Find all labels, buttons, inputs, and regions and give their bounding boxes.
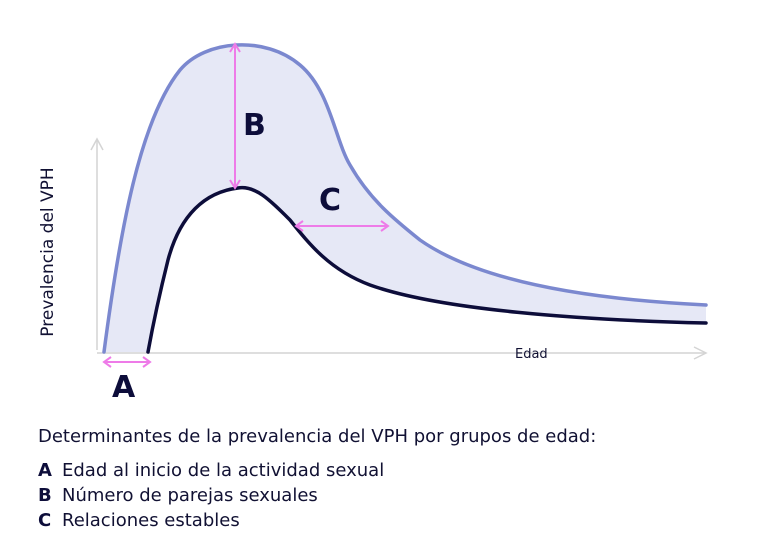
lower-curve (146, 185, 708, 354)
legend-item-b: B Número de parejas sexuales (38, 483, 758, 508)
y-axis-arrowhead (90, 137, 104, 151)
legend-text-b: Número de parejas sexuales (62, 485, 318, 506)
legend-item-c: C Relaciones estables (38, 508, 758, 533)
arrow-a (102, 356, 152, 368)
legend-key-b: B (38, 485, 52, 506)
legend-key-c: C (38, 510, 52, 531)
marker-a: A (112, 370, 136, 405)
hpv-prevalence-diagram: Prevalencia del VPH Edad A B C (38, 42, 708, 405)
x-axis-arrowhead (693, 346, 708, 360)
arrow-b (229, 42, 241, 190)
caption-title: Determinantes de la prevalencia del VPH … (38, 426, 597, 447)
arrow-c (294, 220, 390, 232)
y-axis-label: Prevalencia del VPH (38, 167, 58, 336)
legend-item-a: A Edad al inicio de la actividad sexual (38, 458, 758, 483)
marker-b: B (243, 108, 266, 143)
marker-c: C (319, 183, 341, 218)
upper-curve (102, 43, 708, 354)
caption: Determinantes de la prevalencia del VPH … (38, 424, 758, 533)
x-axis-label: Edad (515, 347, 548, 362)
legend-key-a: A (38, 460, 52, 481)
legend-text-c: Relaciones estables (62, 510, 240, 531)
band-fill (104, 44, 706, 352)
legend-text-a: Edad al inicio de la actividad sexual (62, 460, 385, 481)
